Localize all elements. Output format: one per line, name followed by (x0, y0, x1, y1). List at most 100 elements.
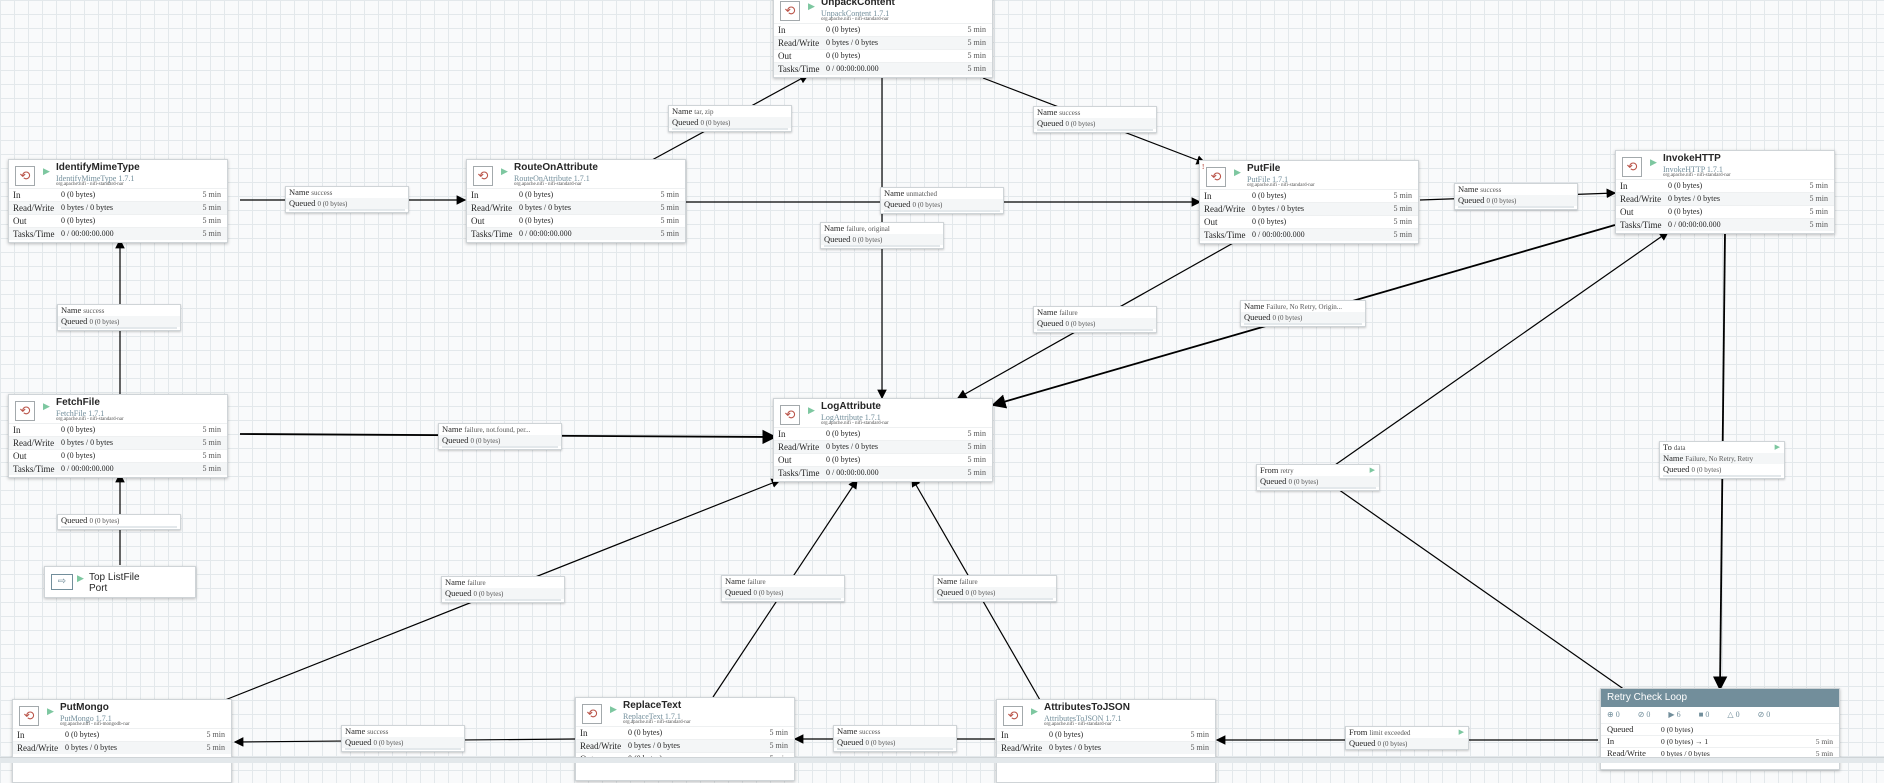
input-port-top-listfile[interactable]: ⇨ ▶ Top ListFile Port (44, 566, 196, 598)
connection-unpack-success[interactable]: Name success Queued 0 (0 bytes) (1033, 106, 1157, 133)
output-port-icon: ▶ (1369, 466, 1375, 474)
queue-bar (1458, 206, 1574, 208)
running-icon: ▶ 6 (1668, 710, 1681, 719)
processor-icon: ⟲ (473, 166, 493, 186)
processor-putfile[interactable]: ⟲!▶ PutFile PutFile 1.7.1 org.apache.nif… (1199, 160, 1419, 244)
processor-type: InvokeHTTP 1.7.1 (1663, 165, 1723, 174)
queue-bar (61, 526, 177, 528)
process-group-title: Retry Check Loop (1601, 689, 1839, 707)
connection-fetch-failure[interactable]: Name failure, not.found, per... Queued 0… (438, 423, 562, 450)
processor-icon: ⟲ (1206, 167, 1226, 187)
horizontal-scrollbar[interactable] (0, 757, 1884, 763)
processor-name: LogAttribute (821, 401, 881, 412)
queue-bar (884, 210, 1000, 212)
connection-unmatched[interactable]: Name unmatched Queued 0 (0 bytes) (880, 187, 1004, 214)
processor-name: RouteOnAttribute (514, 162, 598, 173)
disabled-icon: ⊘ 0 (1757, 710, 1771, 719)
queue-bar (61, 327, 177, 329)
running-icon: ▶ (47, 706, 54, 716)
queue-bar (1037, 329, 1153, 331)
connection-tojson-failure[interactable]: Name failure Queued 0 (0 bytes) (933, 575, 1057, 602)
processor-bundle: org.apache.nifi - nifi-standard-nar (821, 17, 889, 22)
processor-bundle: org.apache.nifi - nifi-standard-nar (56, 417, 124, 422)
running-icon: ▶ (77, 573, 84, 583)
connection-port-queue[interactable]: Queued 0 (0 bytes) (57, 514, 181, 530)
processor-type: PutMongo 1.7.1 (60, 714, 112, 723)
processor-type: FetchFile 1.7.1 (56, 409, 105, 418)
connection-lines (115, 74, 1728, 747)
processor-icon: ⟲ (1622, 157, 1642, 177)
transmitting-icon: ⊕ 0 (1607, 710, 1620, 719)
output-port-icon: ▶ (1458, 728, 1464, 736)
process-group-retry-check-loop[interactable]: Retry Check Loop ⊕ 0 ⊘ 0 ▶ 6 ■ 0 △ 0 ⊘ 0… (1600, 688, 1840, 770)
process-group-stats: ⊕ 0 ⊘ 0 ▶ 6 ■ 0 △ 0 ⊘ 0 (1601, 707, 1839, 723)
processor-type: LogAttribute 1.7.1 (821, 413, 881, 422)
processor-putmongo[interactable]: ⟲▶ PutMongo PutMongo 1.7.1 org.apache.ni… (12, 699, 232, 783)
connection-retry[interactable]: From retry▶ Queued 0 (0 bytes) (1256, 464, 1380, 491)
connection-tarzip[interactable]: Name tar, zip Queued 0 (0 bytes) (668, 105, 792, 132)
queue-bar (672, 128, 788, 130)
connection-tojson-success[interactable]: Name success Queued 0 (0 bytes) (833, 725, 957, 752)
connection-replace-failure[interactable]: Name failure Queued 0 (0 bytes) (721, 575, 845, 602)
connection-replace-success[interactable]: Name success Queued 0 (0 bytes) (341, 725, 465, 752)
processor-icon: ⟲ (582, 704, 602, 724)
processor-fetchfile[interactable]: ⟲▶ FetchFile FetchFile 1.7.1 org.apache.… (8, 394, 228, 478)
queue-bar (837, 748, 953, 750)
processor-logattribute[interactable]: ⟲▶ LogAttribute LogAttribute 1.7.1 org.a… (773, 398, 993, 482)
connection-invoke-failure[interactable]: Name Failure, No Retry, Origin... Queued… (1240, 300, 1366, 327)
processor-invokehttp[interactable]: ⟲▶ InvokeHTTP InvokeHTTP 1.7.1 org.apach… (1615, 150, 1835, 234)
connection-mongo-failure[interactable]: Name failure Queued 0 (0 bytes) (441, 576, 565, 603)
processor-identifymimetype[interactable]: ⟲▶ IdentifyMimeType IdentifyMimeType 1.7… (8, 159, 228, 243)
connection-identify-success[interactable]: Name success Queued 0 (0 bytes) (285, 186, 409, 213)
processor-name: FetchFile (56, 397, 100, 408)
input-port-icon: ▶ (1774, 443, 1780, 451)
running-icon: ▶ (808, 405, 815, 415)
processor-bundle: org.apache.nifi - nifi-mongodb-nar (60, 722, 130, 727)
running-icon: ▶ (501, 166, 508, 176)
connection-fetch-success[interactable]: Name success Queued 0 (0 bytes) (57, 304, 181, 331)
processor-type: UnpackContent 1.7.1 (821, 9, 890, 18)
running-icon: ▶ (43, 401, 50, 411)
queue-bar (1244, 323, 1362, 325)
invalid-icon: △ 0 (1727, 710, 1740, 719)
running-icon: ▶ (1031, 706, 1038, 716)
processor-name: PutFile (1247, 163, 1281, 174)
processor-routeonattribute[interactable]: ⟲▶ RouteOnAttribute RouteOnAttribute 1.7… (466, 159, 686, 243)
running-icon: ▶ (808, 1, 815, 11)
running-icon: ▶ (1234, 167, 1241, 177)
processor-type: ReplaceText 1.7.1 (623, 712, 681, 721)
running-icon: ▶ (1650, 157, 1657, 167)
connection-failure-original[interactable]: Name failure, original Queued 0 (0 bytes… (820, 222, 944, 249)
processor-attributestojson[interactable]: ⟲▶ AttributesToJSON AttributesToJSON 1.7… (996, 699, 1216, 783)
queue-bar (1037, 129, 1153, 131)
connection-limit-exceeded[interactable]: From limit exceeded▶ Queued 0 (0 bytes) (1345, 726, 1469, 750)
processor-name: ReplaceText (623, 700, 682, 711)
processor-name: IdentifyMimeType (56, 162, 140, 173)
processor-unpackcontent[interactable]: ⟲▶ UnpackContent UnpackContent 1.7.1 org… (773, 0, 993, 78)
queue-bar (824, 245, 940, 247)
connection-to-data[interactable]: To data▶ Name Failure, No Retry, Retry Q… (1659, 441, 1785, 479)
connection-putfile-failure[interactable]: Name failure Queued 0 (0 bytes) (1033, 306, 1157, 333)
queue-bar (289, 209, 405, 211)
processor-replacetext[interactable]: ⟲▶ ReplaceText ReplaceText 1.7.1 org.apa… (575, 697, 795, 781)
processor-bundle: org.apache.nifi - nifi-standard-nar (1663, 173, 1731, 178)
connection-putfile-success[interactable]: Name success Queued 0 (0 bytes) (1454, 183, 1578, 210)
processor-bundle: org.apache.nifi - nifi-standard-nar (1044, 722, 1112, 727)
